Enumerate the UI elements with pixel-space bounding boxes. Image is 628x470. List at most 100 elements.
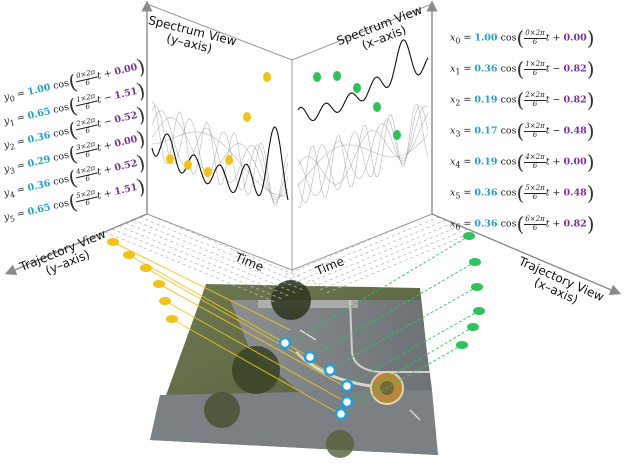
eq-phase: 0.52 [113,109,139,126]
grid-line [146,213,318,285]
marker-y3 [204,167,212,177]
eq-twopi: ×2π [529,184,545,193]
eq-twopi: ×2π [529,215,545,224]
eq-phase: 0.00 [113,61,139,78]
marker-x0 [313,72,321,82]
eq-denominator: 6 [532,37,538,46]
eq-denominator: 6 [532,130,538,139]
eq-sub: 2 [455,98,461,108]
eq-amplitude: 0.36 [474,63,498,75]
eq-sign: + [552,187,561,199]
eq-k: 5 [525,184,530,193]
eq-cos: cos [500,63,517,75]
grid-line [132,219,304,291]
eq-cos: cos [500,187,517,199]
eq-sub: 6 [455,222,461,232]
marker-x3 [373,102,381,112]
eq-amplitude: 0.65 [26,201,52,218]
eq-sub: 4 [455,160,461,170]
eq-t: t [545,63,550,75]
eq-sign: − [552,94,561,106]
marker-x4 [393,130,401,140]
eq-sign: + [552,32,561,44]
eq-sub: 0 [455,36,461,46]
eq-denominator: 6 [532,99,538,108]
summed-wave [297,39,429,122]
grid-line [139,216,311,288]
eq-phase: 0.48 [563,187,587,199]
grid-line [125,222,297,294]
eq-var: x [450,125,456,137]
summed-wave [151,126,289,201]
component-wave [297,103,429,209]
eq-phase: 0.00 [563,32,587,44]
eq-sign: + [552,156,561,168]
eq-k: 0 [525,29,530,38]
eq-phase: 1.51 [113,85,139,102]
eq-t: t [545,218,550,230]
eq-sub: 2 [8,142,16,152]
marker-y2 [225,155,233,165]
eq-k: 1 [525,60,530,69]
eq-t: t [545,156,550,168]
eq-phase: 0.82 [563,94,587,106]
component-wave [151,105,289,203]
marker-x2 [353,83,361,93]
eq-cos: cos [500,94,517,106]
eq-twopi: ×2π [529,60,545,69]
eq-phase: 0.82 [563,63,587,75]
marker-x1 [333,71,341,81]
eq-amplitude: 0.36 [474,187,498,199]
component-wave [151,110,289,201]
eq-k: 2 [525,91,530,100]
eq-amplitude: 0.36 [474,218,498,230]
eq-k: 6 [525,215,530,224]
eq-sub: 5 [8,214,16,224]
axis-trajectory-y [4,213,148,275]
eq-t: t [545,94,550,106]
eq-var: x [450,187,456,199]
component-wave [151,131,289,197]
eq-amplitude: 0.36 [26,129,52,146]
marker-y5 [166,154,174,164]
eq-var: x [450,94,456,106]
eq-amplitude: 0.19 [474,156,498,168]
spectrum-y-markers [166,72,271,177]
eq-amplitude: 0.36 [26,177,52,194]
eq-twopi: ×2π [529,91,545,100]
eq-amplitude: 1.00 [26,81,52,98]
eq-t: t [545,32,550,44]
eq-sign: + [552,218,561,230]
eq-sub: 1 [8,118,16,128]
eq-sub: 5 [455,191,461,201]
eq-sign: − [552,63,561,75]
eq-phase: 0.52 [113,157,139,174]
eq-t: t [545,187,550,199]
spectrum-waves-x [297,39,429,209]
component-wave [151,117,289,198]
scene-curb-2 [349,299,430,373]
marker-y0 [263,72,271,82]
component-wave [297,113,429,185]
marker-y1 [243,112,251,122]
eq-amplitude: 0.17 [474,125,498,137]
eq-sub: 4 [8,190,16,200]
eq-var: x [450,156,456,168]
eq-sign: + [102,163,113,177]
eq-phase: 0.48 [563,125,587,137]
eq-cos: cos [500,125,517,137]
eq-k: 3 [525,122,530,131]
marker-y4 [184,160,192,170]
spectrum-x-markers [313,71,401,140]
eq-denominator: 6 [532,223,538,232]
eq-amplitude: 0.19 [474,94,498,106]
agent-positions [278,336,354,421]
scene-tree-1 [271,280,311,320]
projection-lines-y [112,241,347,415]
